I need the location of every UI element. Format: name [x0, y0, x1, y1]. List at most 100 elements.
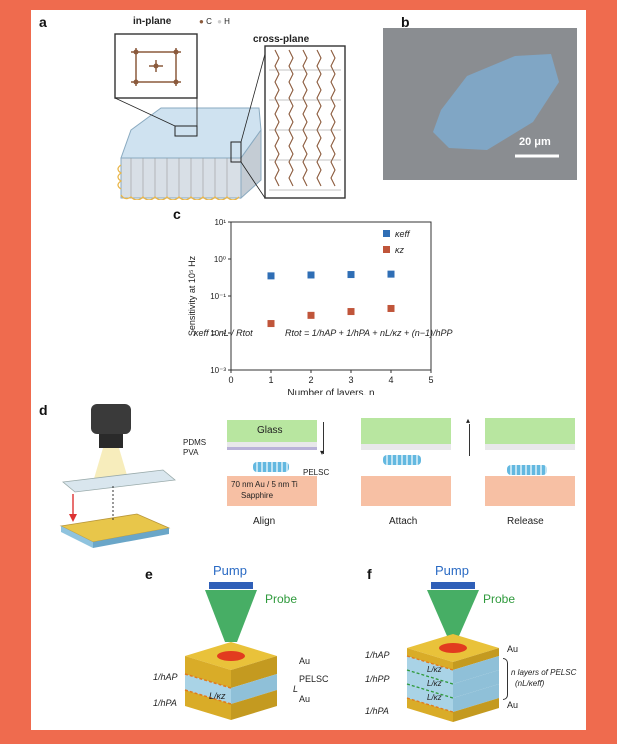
pump-label-f: Pump [435, 563, 469, 578]
pump-beam-f [431, 582, 475, 589]
y-tick-label: 10⁻³ [210, 366, 226, 375]
down-arrow-line [323, 422, 324, 454]
pelsc-label-e: PELSC [299, 674, 329, 684]
y-tick-label: 10⁰ [214, 255, 226, 264]
cross-plane-selection [230, 141, 242, 163]
x-tick-label: 5 [428, 375, 433, 385]
pva-label: PVA [183, 448, 199, 457]
panel-c-label: c [173, 206, 181, 222]
step-release: Release [507, 516, 544, 527]
probe-label-e: Probe [265, 592, 298, 606]
step-align: Align [253, 516, 276, 527]
glass-label: Glass [257, 425, 283, 436]
substrate-line1: 70 nm Au / 5 nm Ti [231, 480, 298, 489]
pelsc-flake-release [507, 465, 547, 475]
hydrogen-dot-icon: ● [217, 17, 222, 26]
transfer-stage [59, 404, 176, 548]
note-line2-f: (nL/κeff) [515, 679, 545, 688]
data-point-keff [307, 271, 315, 279]
probe-cone-f [427, 590, 479, 636]
objective-lens [91, 404, 131, 434]
x-tick-label: 2 [308, 375, 313, 385]
au-bottom-label-f: Au [507, 700, 519, 710]
data-point-kz [347, 308, 355, 316]
probe-cone [205, 590, 257, 642]
data-point-kz [307, 311, 315, 319]
data-point-keff [387, 270, 395, 278]
in-plane-label: in-plane [133, 16, 172, 27]
substrate-line2: Sapphire [241, 491, 274, 500]
crystal-front-face [120, 157, 242, 199]
pdms-layer-release [485, 444, 575, 450]
data-point-keff [267, 272, 275, 280]
data-point-kz [387, 304, 395, 312]
carbon-dot-icon: ● [199, 17, 204, 26]
hotspot [217, 651, 245, 661]
pdms-layer [227, 442, 317, 447]
cross-plane-inset [264, 45, 346, 199]
data-point-kz [267, 320, 275, 328]
cross-plane-chains [274, 49, 336, 187]
down-arrow-icon: ▾ [320, 448, 325, 457]
layer-label-f1: L/κz [427, 665, 442, 674]
up-arrow-line [469, 424, 470, 456]
probe-label-f: Probe [483, 592, 516, 606]
pdms-label: PDMS [183, 438, 207, 447]
scale-bar-label: 20 μm [519, 136, 551, 148]
au-top-label-f: Au [507, 644, 519, 654]
equation-keff: κeff = nL / Rtot [194, 328, 253, 338]
glass-layer-align [227, 420, 317, 442]
y-tick-label: 10⁻¹ [210, 292, 226, 301]
panel-a-label: a [39, 14, 47, 30]
equation-rtot: Rtot = 1/hAP + 1/hPA + nL/κz + (n−1)/hPP [285, 328, 453, 338]
panel-e-label: e [145, 566, 153, 582]
glass-layer-release [485, 418, 575, 444]
layer-label-f3: L/κz [427, 693, 442, 702]
figure-card: a in-plane ● C ● H cross-plane [31, 10, 586, 730]
substrate-attach [361, 476, 451, 506]
x-tick-label: 3 [348, 375, 353, 385]
panel-b-label: b [401, 14, 410, 30]
x-tick-label: 1 [268, 375, 273, 385]
crystal-schematic [114, 33, 346, 200]
x-axis-label: Number of layers, n [287, 388, 374, 395]
h-pp-label-f: 1/hPP [365, 674, 390, 684]
pelsc-flake-attach [383, 455, 421, 465]
glass-layer-attach [361, 418, 451, 444]
edge-chains [117, 164, 240, 200]
pump-label-e: Pump [213, 563, 247, 578]
legend-marker [383, 246, 390, 253]
down-arrow-icon [69, 514, 77, 522]
y-tick-label: 10¹ [214, 218, 226, 227]
hotspot-f [439, 643, 467, 653]
h-ap-label-e: 1/hAP [153, 672, 178, 682]
legend-label: κeff [395, 229, 411, 239]
substrate-release [485, 476, 575, 506]
h-pa-label-f: 1/hPA [365, 706, 389, 716]
pelsc-flake-align [253, 462, 289, 472]
crystal-side-face [240, 128, 262, 200]
layer-label-e: L/κz [209, 691, 226, 701]
substrate-align [227, 476, 317, 506]
pelsc-label: PELSC [303, 468, 330, 477]
h-ap-label-f: 1/hAP [365, 650, 390, 660]
thickness-label-e: L [293, 684, 299, 694]
crystal-top-face [120, 107, 262, 159]
layer-label-f2: L/κz [427, 679, 442, 688]
legend-marker [383, 230, 390, 237]
tdtr-stack-single [184, 582, 277, 720]
atom-legend: ● C ● H [199, 17, 230, 26]
flake [433, 54, 559, 150]
y-tick-label: 10⁻² [210, 329, 226, 338]
note-line1-f: n layers of PELSC [511, 668, 577, 677]
tdtr-stack-multi [406, 582, 499, 722]
layers-brace [503, 658, 508, 700]
glass-slide [62, 469, 176, 493]
panel-f-label: f [367, 566, 372, 582]
cross-plane-label: cross-plane [253, 34, 310, 45]
step-attach: Attach [389, 516, 418, 527]
x-tick-label: 4 [388, 375, 393, 385]
au-bottom-label-e: Au [299, 694, 311, 704]
y-axis-label: Sensitivity at 10⁵ Hz [187, 255, 197, 336]
